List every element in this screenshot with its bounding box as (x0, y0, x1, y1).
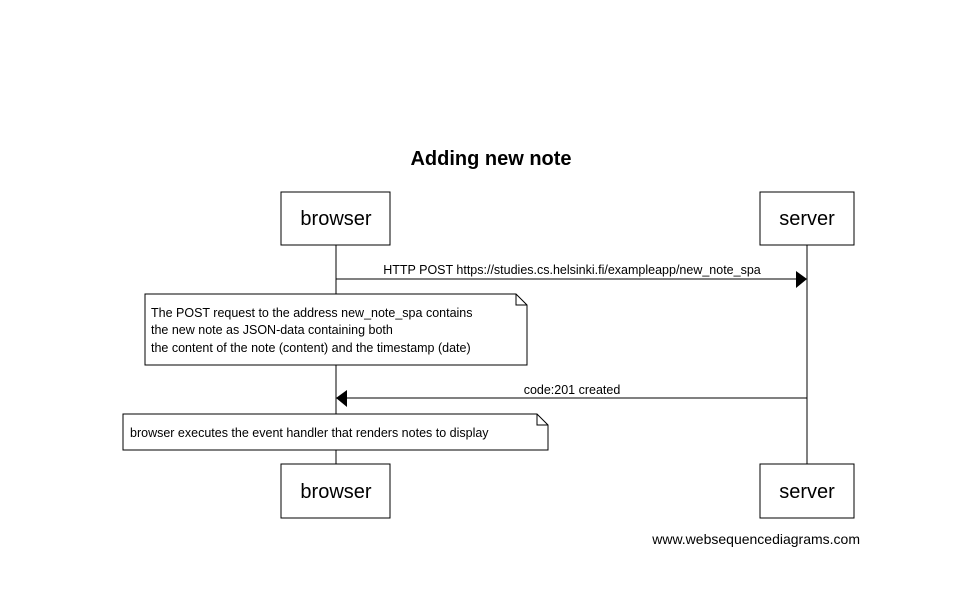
participant-label: server (779, 208, 835, 230)
participant-browser-top: browser (280, 191, 391, 246)
participant-label: browser (300, 208, 371, 230)
note-fold-icon (515, 294, 527, 306)
participant-browser-bottom: browser (280, 463, 391, 519)
note-event-handler: browser executes the event handler that … (122, 413, 549, 451)
note-line: The POST request to the address new_note… (151, 306, 473, 320)
participant-box (759, 191, 855, 246)
participant-label: browser (300, 481, 371, 503)
arrowhead-right-icon (796, 271, 807, 288)
diagram-title: Adding new note (410, 148, 571, 170)
participant-label: server (779, 481, 835, 503)
participant-server-bottom: server (759, 463, 855, 519)
participant-server-top: server (759, 191, 855, 246)
arrowhead-left-icon (336, 390, 347, 407)
watermark: www.websequencediagrams.com (651, 531, 860, 547)
note-line: browser executes the event handler that … (130, 426, 489, 440)
message-label: HTTP POST https://studies.cs.helsinki.fi… (383, 263, 761, 277)
note-fold-icon (536, 414, 548, 426)
message-201-created: code:201 created (336, 383, 807, 407)
note-box (122, 413, 549, 451)
participant-box (759, 463, 855, 519)
note-box (144, 293, 528, 366)
message-http-post: HTTP POST https://studies.cs.helsinki.fi… (336, 263, 807, 288)
note-line: the new note as JSON-data containing bot… (151, 323, 393, 337)
note-post-request: The POST request to the address new_note… (144, 293, 528, 366)
participant-box (280, 191, 391, 246)
participant-box (280, 463, 391, 519)
message-label: code:201 created (524, 383, 621, 397)
note-line: the content of the note (content) and th… (151, 341, 471, 355)
